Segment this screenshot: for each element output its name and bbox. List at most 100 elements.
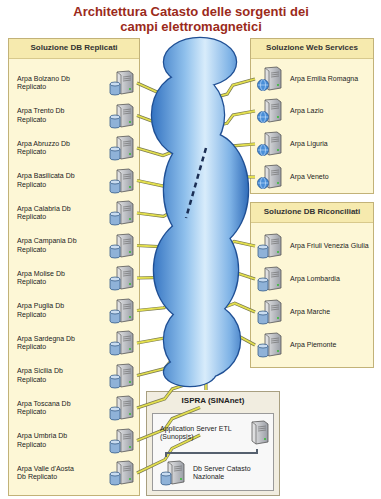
server-label: Application Server ETL (Sunopsis) [157, 425, 236, 442]
server-label: Arpa Lombardia [290, 275, 372, 284]
server-label: Arpa Lazio [290, 107, 372, 116]
panel-heading: Soluzione DB Replicati [9, 39, 139, 59]
server-icon [108, 168, 136, 194]
server-label-text: Arpa Toscana Db Replicato [17, 400, 79, 417]
server-label: Arpa Basilicata Db Replicato [14, 172, 79, 189]
server-label-text: Arpa Friuli Venezia Giulia [290, 242, 370, 251]
server-label: Arpa Piemonte [290, 341, 372, 350]
server-label: Arpa Puglia Db Replicato [14, 302, 79, 319]
server-label: Arpa Bolzano Db Replicato [14, 75, 79, 92]
server-node: Arpa Liguria [254, 130, 372, 158]
server-label: Arpa Sardegna Db Replicato [14, 335, 79, 352]
server-icon [108, 103, 136, 129]
server-label: Arpa Sicilia Db Replicato [14, 367, 79, 384]
web-server-icon [256, 66, 284, 92]
server-label: Db Server Catasto Nazionale [193, 465, 271, 482]
server-node: Arpa Bolzano Db Replicato [14, 69, 136, 97]
server-icon [256, 233, 284, 259]
panel-heading: Soluzione Web Services [251, 39, 373, 59]
server-label: Arpa Marche [290, 308, 372, 317]
server-node: Arpa Molise Db Replicato [14, 264, 136, 292]
diagram-title: Architettura Catasto delle sorgenti dei … [60, 4, 322, 34]
server-label: Arpa Molise Db Replicato [14, 270, 79, 287]
server-label-text: Arpa Umbria Db Replicato [17, 432, 79, 449]
cloud-link [186, 148, 206, 218]
server-label-text: Arpa Bolzano Db Replicato [17, 75, 79, 92]
server-label-text: Arpa Lombardia [290, 275, 370, 284]
server-node: Arpa Calabria Db Replicato [14, 199, 136, 227]
server-icon [108, 233, 136, 259]
server-icon [256, 332, 284, 358]
lan-connector [166, 449, 257, 457]
network-cloud-outline [164, 358, 216, 386]
server-label-text: Arpa Campania Db Replicato [17, 237, 79, 254]
server-node: Arpa Lazio [254, 97, 372, 125]
server-label: Arpa Liguria [290, 140, 372, 149]
server-label-text: Arpa Veneto [290, 173, 370, 182]
server-node: Arpa Umbria Db Replicato [14, 427, 136, 455]
server-label: Arpa Calabria Db Replicato [14, 205, 79, 222]
server-label-text: Db Server Catasto Nazionale [193, 465, 269, 482]
server-icon [108, 395, 136, 421]
network-cloud [164, 358, 216, 386]
solution-panel: Soluzione DB ReplicatiArpa Bolzano Db Re… [8, 38, 140, 496]
solution-panel: Soluzione Web ServicesArpa Emilia Romagn… [250, 38, 374, 194]
server-node: Arpa Friuli Venezia Giulia [254, 232, 372, 260]
web-server-icon [256, 131, 284, 157]
network-link-outline [137, 407, 200, 440]
server-icon [256, 266, 284, 292]
server-icon [108, 330, 136, 356]
network-link [137, 407, 200, 440]
server-label-text: Arpa Abruzzo Db Replicato [17, 140, 79, 157]
server-label-text: Arpa Sardegna Db Replicato [17, 335, 79, 352]
server-node: Arpa Valle d'Aosta Db Replicato [14, 459, 136, 487]
server-label-text: Arpa Piemonte [290, 341, 370, 350]
server-node: Arpa Campania Db Replicato [14, 232, 136, 260]
server-node: Arpa Piemonte [254, 331, 372, 359]
network-link [137, 435, 200, 473]
server-label: Arpa Valle d'Aosta Db Replicato [14, 465, 79, 482]
server-node: Arpa Lombardia [254, 265, 372, 293]
server-node: Arpa Trento Db Replicato [14, 102, 136, 130]
server-node: Application Server ETL (Sunopsis) [157, 417, 271, 449]
server-node: Arpa Sardegna Db Replicato [14, 329, 136, 357]
server-icon [108, 200, 136, 226]
server-node: Arpa Sicilia Db Replicato [14, 362, 136, 390]
server-label-text: Arpa Sicilia Db Replicato [17, 367, 79, 384]
server-node: Arpa Abruzzo Db Replicato [14, 134, 136, 162]
server-label: Arpa Veneto [290, 173, 372, 182]
panel-heading: Soluzione DB Riconciliati [251, 203, 373, 223]
server-label-text: Arpa Lazio [290, 107, 370, 116]
server-label: Arpa Umbria Db Replicato [14, 432, 79, 449]
server-icon [108, 265, 136, 291]
server-node: Arpa Emilia Romagna [254, 65, 372, 93]
server-label-text: Arpa Marche [290, 308, 370, 317]
server-icon [108, 460, 136, 486]
server-icon [159, 460, 187, 486]
server-label-text: Arpa Puglia Db Replicato [17, 302, 79, 319]
server-node: Arpa Puglia Db Replicato [14, 297, 136, 325]
server-label-text: Arpa Valle d'Aosta Db Replicato [17, 465, 79, 482]
solution-panel: Soluzione DB RiconciliatiArpa Friuli Ven… [250, 202, 374, 368]
server-icon [243, 420, 271, 446]
server-label: Arpa Trento Db Replicato [14, 107, 79, 124]
server-icon [108, 135, 136, 161]
server-icon [256, 299, 284, 325]
server-icon [108, 298, 136, 324]
server-node: Arpa Basilicata Db Replicato [14, 167, 136, 195]
web-server-icon [256, 164, 284, 190]
server-label-text: Arpa Calabria Db Replicato [17, 205, 79, 222]
server-label: Arpa Abruzzo Db Replicato [14, 140, 79, 157]
server-label-text: Arpa Basilicata Db Replicato [17, 172, 79, 189]
web-server-icon [256, 98, 284, 124]
server-label-text: Application Server ETL (Sunopsis) [160, 425, 236, 442]
panel-heading: ISPRA (SINAnet) [147, 392, 279, 411]
server-label: Arpa Emilia Romagna [290, 75, 372, 84]
server-label: Arpa Campania Db Replicato [14, 237, 79, 254]
server-node: Arpa Veneto [254, 163, 372, 191]
ispra-box: ISPRA (SINAnet) Application Server ETL (S… [146, 391, 280, 496]
server-label-text: Arpa Molise Db Replicato [17, 270, 79, 287]
server-label-text: Arpa Emilia Romagna [290, 75, 370, 84]
server-label: Arpa Toscana Db Replicato [14, 400, 79, 417]
server-label: Arpa Friuli Venezia Giulia [290, 242, 372, 251]
